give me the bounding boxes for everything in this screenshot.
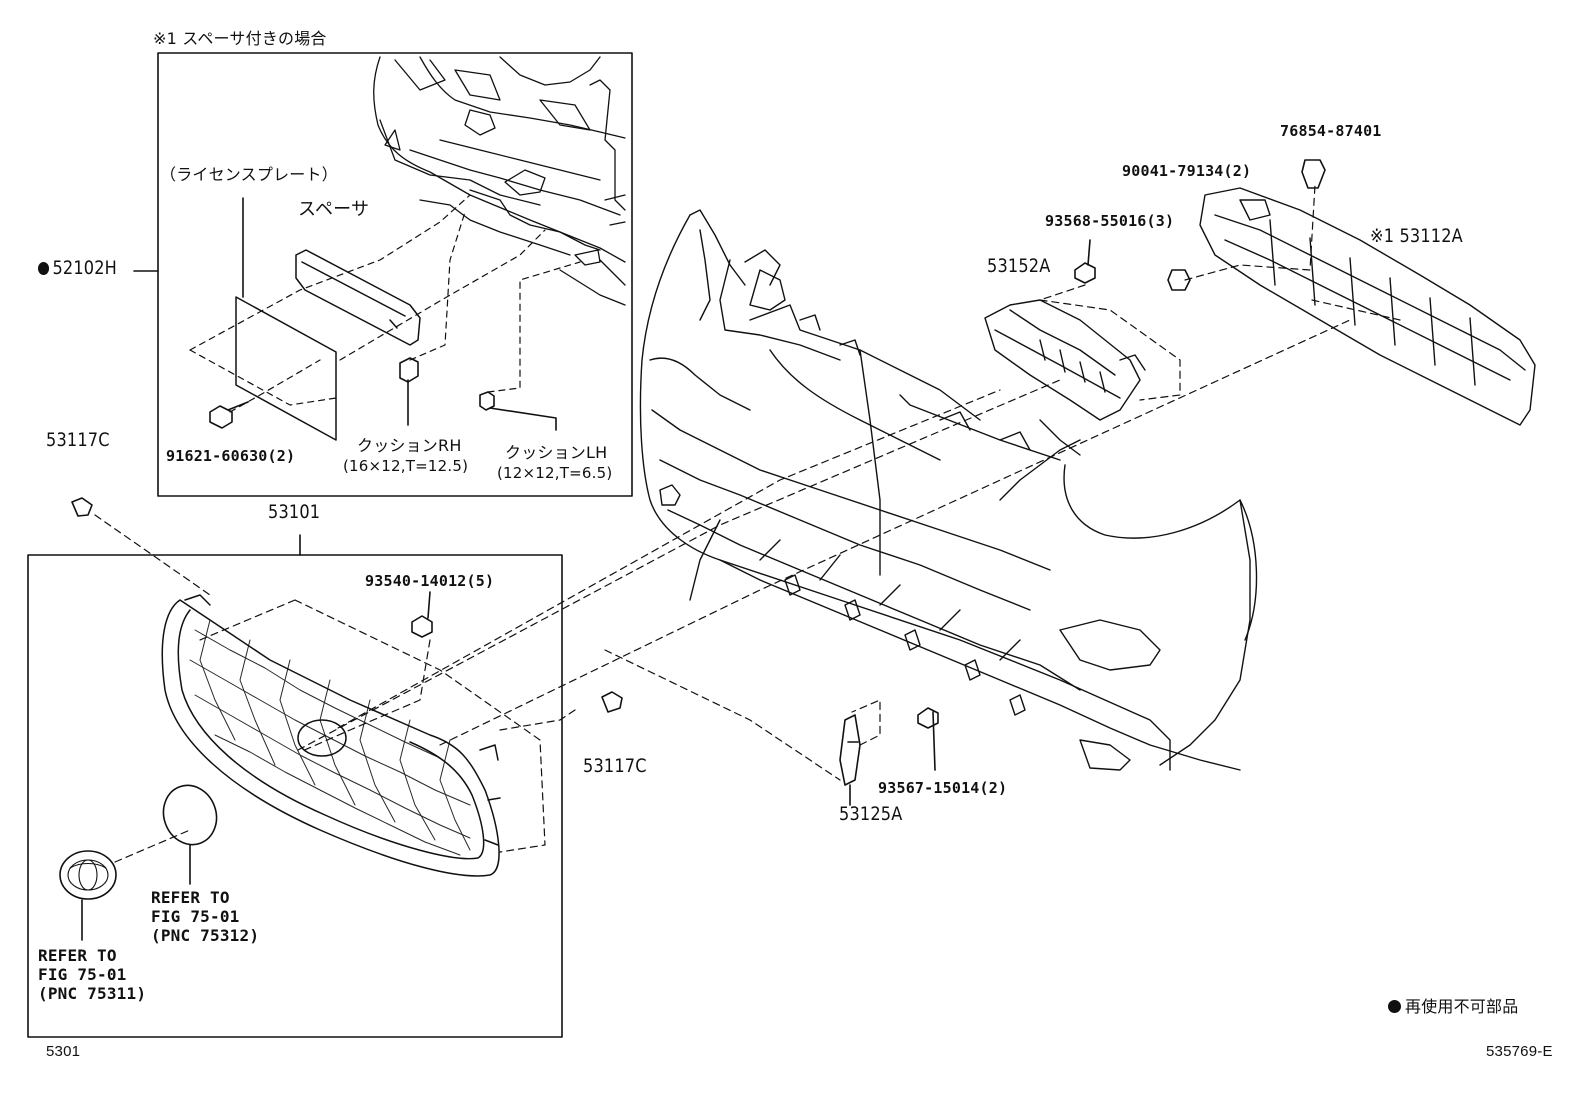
screw-93568 [1074,239,1096,284]
cushion-rh-label: クッションRH [357,436,462,455]
radiator-grille-53101 [161,594,501,877]
inset-title: ※1 スペーサ付きの場合 [153,29,327,48]
clip-53117C-top [71,497,93,517]
part-53117C-mid-label[interactable]: 53117C [583,755,647,777]
nut-90041 [1167,269,1191,291]
non-reusable-marker-icon [38,262,50,275]
non-reusable-legend-icon [1388,1000,1401,1013]
bolt-part-number: 91621-60630(2) [166,447,296,465]
license-plate [235,296,337,441]
lower-grille-53112A [1199,187,1536,426]
part-53152A-label[interactable]: 53152A [987,255,1051,277]
reference-75312[interactable]: REFER TO FIG 75-01 (PNC 75312) [151,888,260,945]
cover-75312 [162,784,218,846]
spacer-inset-box [157,52,633,497]
spacer-label: スペーサ [298,199,370,220]
reference-75311[interactable]: REFER TO FIG 75-01 (PNC 75311) [38,946,147,1003]
emblem-75311 [59,850,117,900]
screw-93567 [917,707,939,771]
part-93540-label[interactable]: 93540-14012(5) [365,572,495,590]
bracket-53125A [839,714,861,786]
part-76854-label[interactable]: 76854-87401 [1280,122,1382,140]
screw-93540 [411,591,433,638]
part-53112A-label[interactable]: ※1 53112A [1370,225,1463,247]
part-53125A-label[interactable]: 53125A [839,803,903,825]
spacer-part [295,249,421,346]
legend: 再使用不可部品 [1388,998,1518,1015]
part-93567-label[interactable]: 93567-15014(2) [878,779,1008,797]
license-plate-label: （ライセンスプレート） [160,165,338,184]
part-53117C-top-label[interactable]: 53117C [46,429,110,451]
front-bumper-cover [639,209,1258,771]
cushion-lh-label: クッションLH [505,443,608,462]
page-code: 5301 [46,1043,81,1060]
clip-76854 [1301,159,1326,189]
part-52102H-label[interactable]: 52102H [38,259,117,278]
cushion-lh-size: (12×12,T=6.5) [497,464,613,482]
figure-code: 535769-E [1486,1043,1553,1060]
clip-53117C-mid [601,691,623,713]
grille-group-box [27,554,563,1038]
inset-bumper-sketch [373,56,626,306]
part-93568-label[interactable]: 93568-55016(3) [1045,212,1175,230]
part-90041-label[interactable]: 90041-79134(2) [1122,162,1252,180]
center-bracket-53152A [984,299,1146,421]
cushion-rh-size: (16×12,T=12.5) [343,457,469,475]
part-53101-label[interactable]: 53101 [268,501,321,523]
